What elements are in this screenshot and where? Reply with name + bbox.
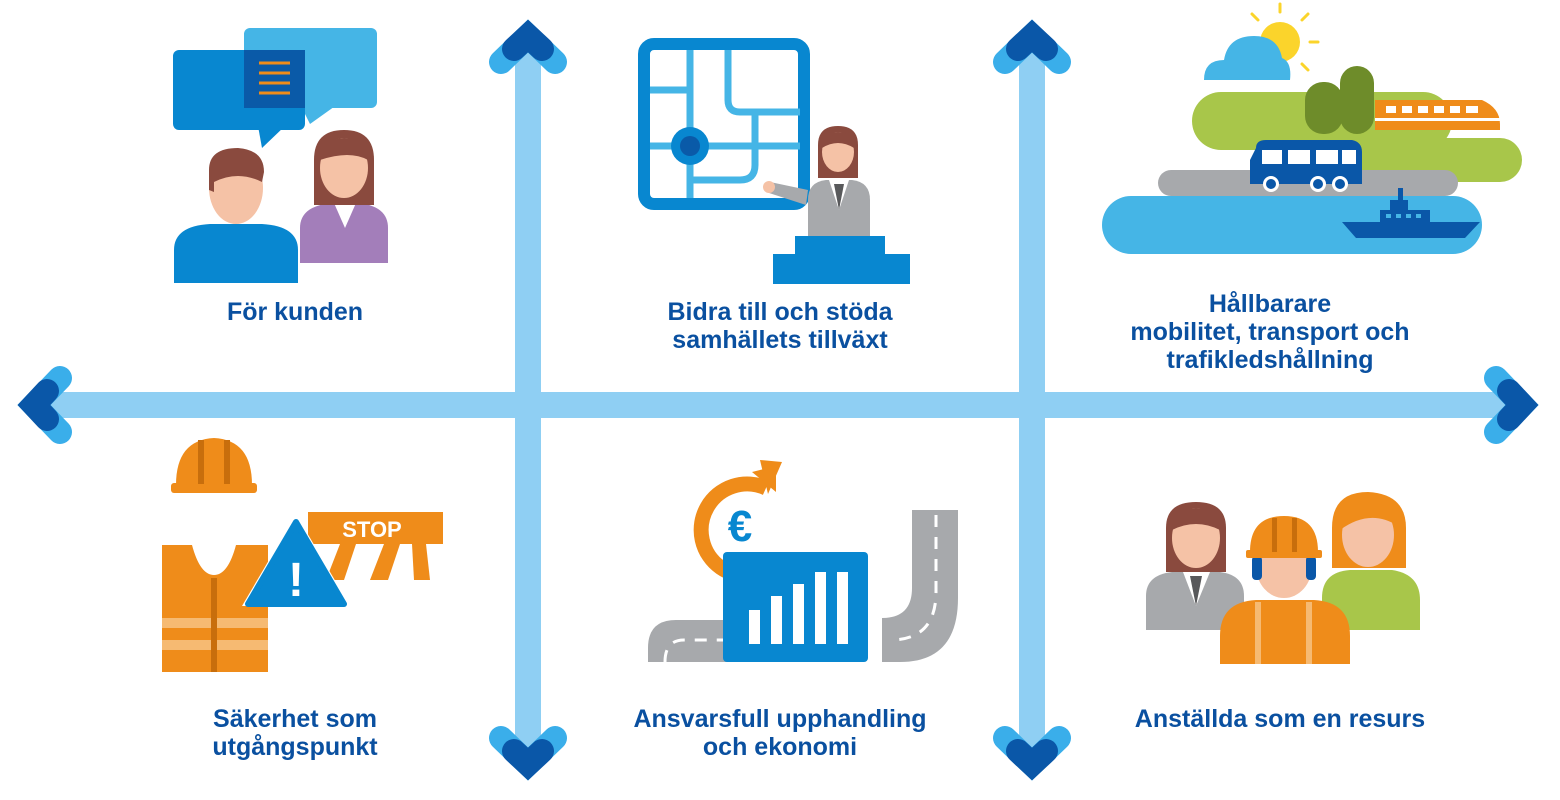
stop-sign-text: STOP <box>342 517 402 542</box>
hard-hat-icon <box>171 438 257 493</box>
caption-sustainable: Hållbarare mobilitet, transport och traf… <box>1130 290 1410 374</box>
procurement-economy-icon: € <box>648 460 958 663</box>
vertical-axis-right <box>1019 45 1045 755</box>
cloud-icon <box>1204 36 1291 80</box>
arrow-right-icon <box>1484 366 1539 444</box>
ship-icon <box>1342 188 1480 238</box>
safety-vest-icon <box>162 545 268 672</box>
bar-chart-board-icon <box>723 552 868 662</box>
transport-mobility-icon <box>1102 2 1522 254</box>
caption-employees: Anställda som en resurs <box>1134 705 1426 733</box>
caption-procurement: Ansvarsfull upphandling och ekonomi <box>633 705 927 761</box>
warning-triangle-icon: ! <box>242 514 350 607</box>
safety-equipment-icon: STOP ! <box>162 438 443 672</box>
city-planning-icon <box>638 38 910 284</box>
employees-icon <box>1146 492 1420 664</box>
arrow-up-right-icon <box>993 19 1071 74</box>
arrow-up-left-icon <box>489 19 567 74</box>
arrow-down-left-icon <box>489 726 567 781</box>
horizontal-axis <box>40 392 1515 418</box>
caption-society: Bidra till och stöda samhällets tillväxt <box>667 298 893 354</box>
caption-customer: För kunden <box>226 298 364 326</box>
euro-symbol-text: € <box>728 502 752 551</box>
caption-safety: Säkerhet som utgångspunkt <box>212 705 378 761</box>
warning-mark-text: ! <box>288 554 304 607</box>
arrow-left-icon <box>17 366 72 444</box>
train-icon <box>1375 100 1500 130</box>
stop-barrier-icon: STOP <box>308 512 443 580</box>
bus-icon <box>1250 140 1362 192</box>
axes <box>17 19 1539 781</box>
vertical-axis-left <box>515 45 541 755</box>
arrow-down-right-icon <box>993 726 1071 781</box>
customer-service-icon <box>173 28 388 283</box>
